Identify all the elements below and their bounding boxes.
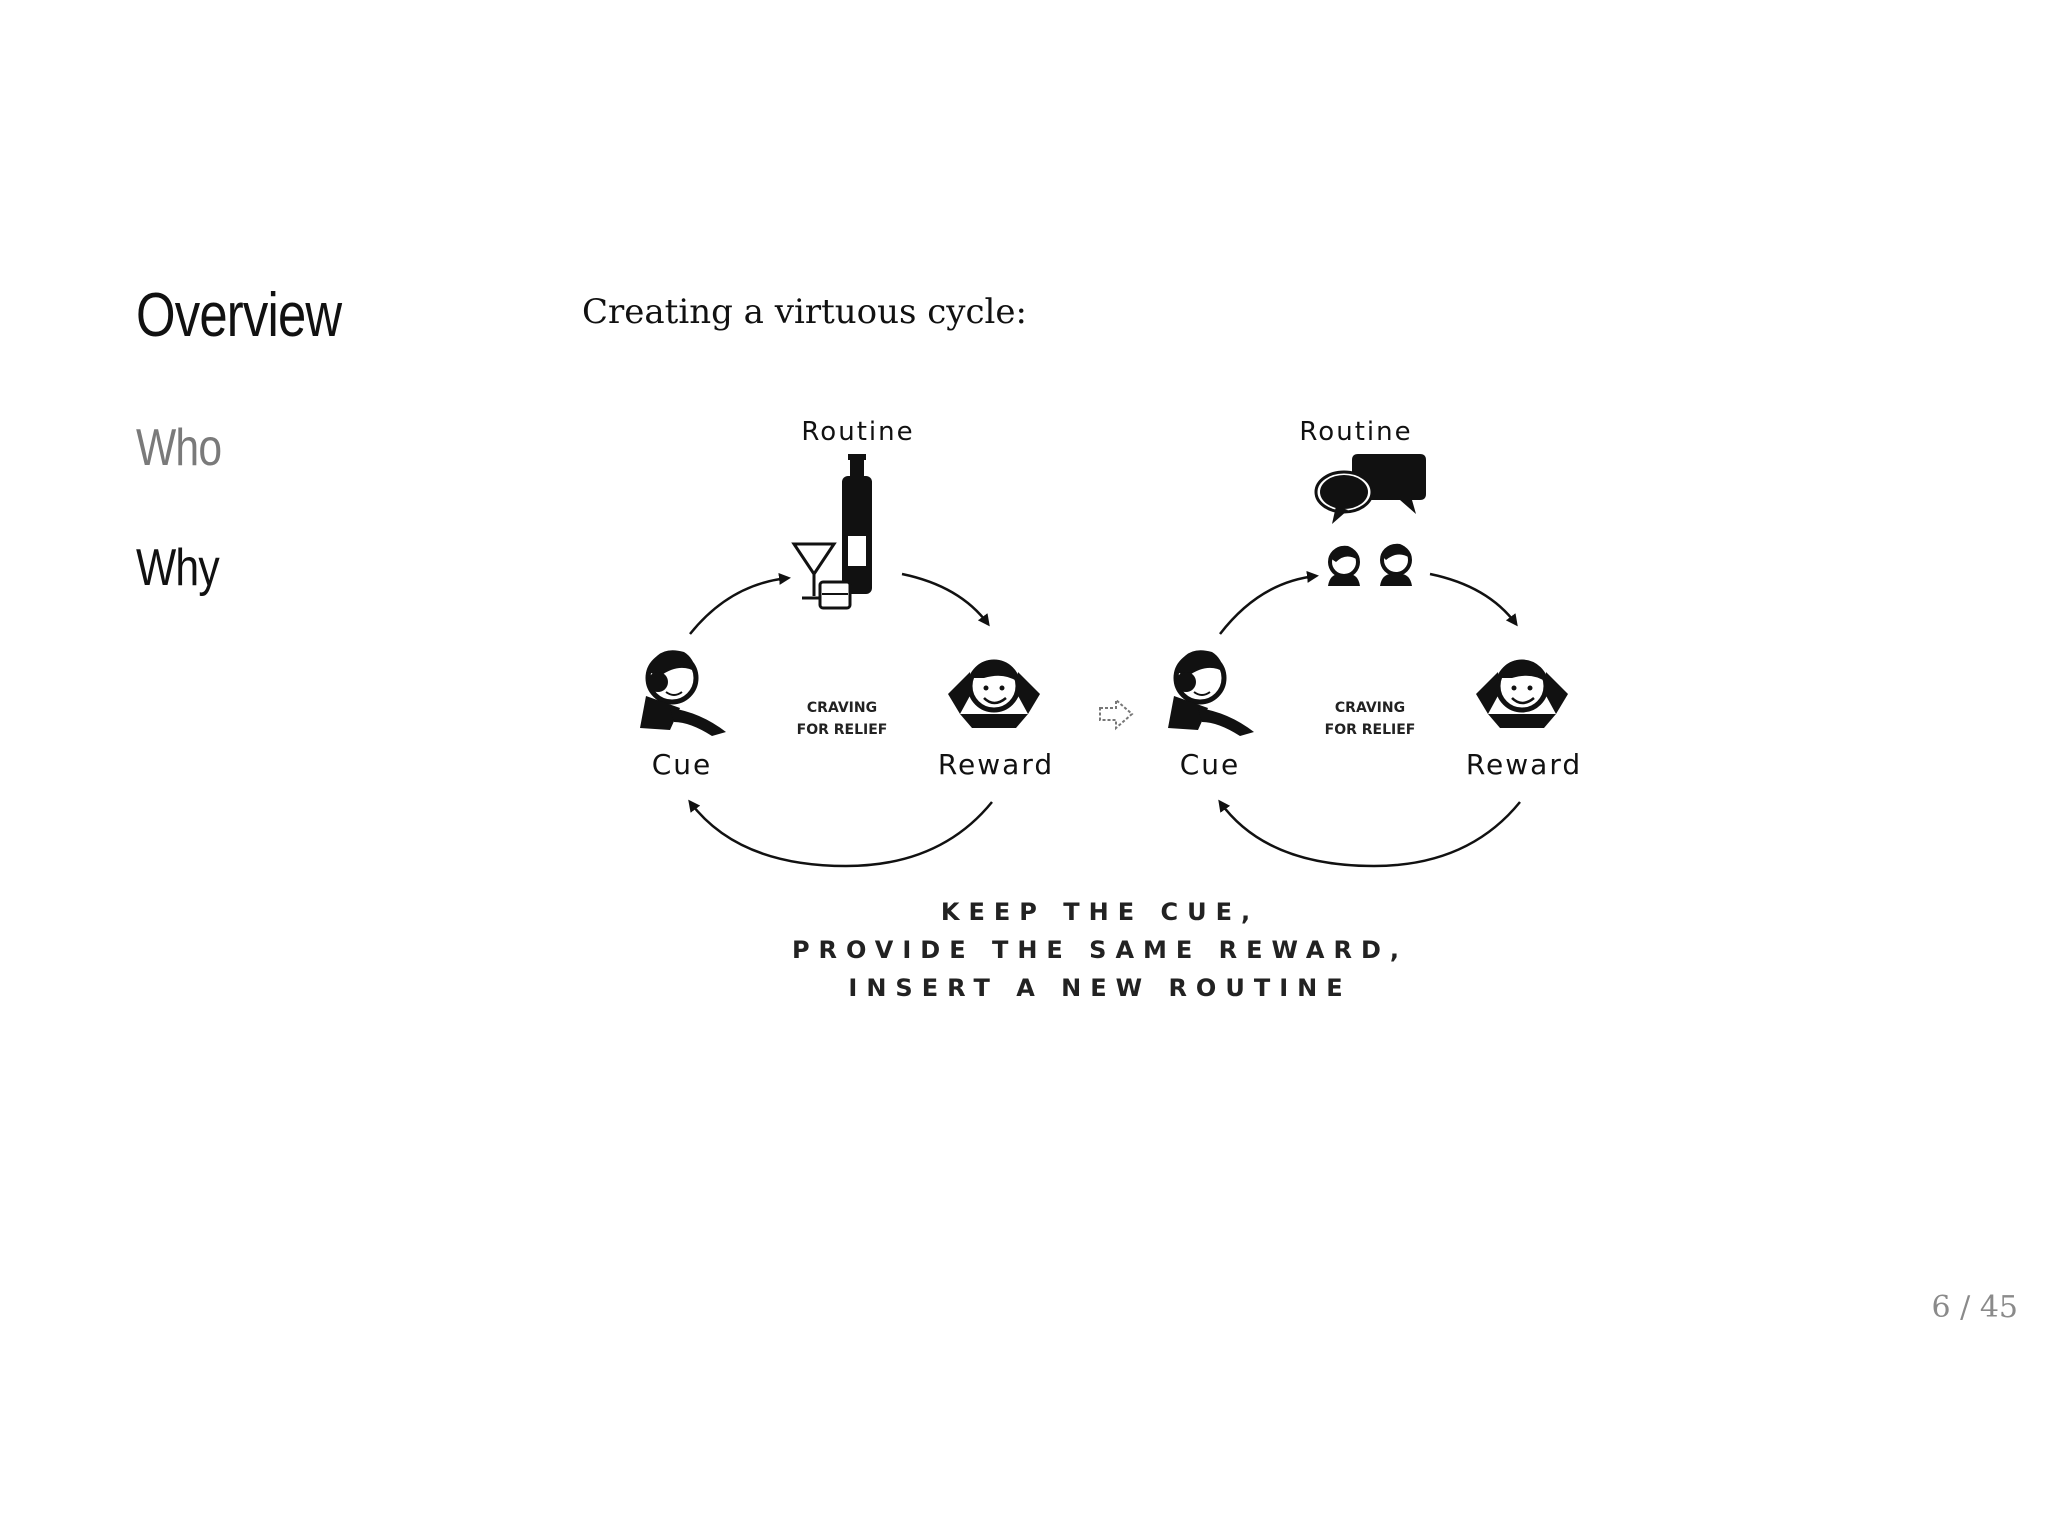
right-center-line1: CRAVING: [1335, 700, 1405, 716]
habit-loop-diagram: Routine Cue CRAVING FOR RELIE: [640, 417, 1582, 1002]
nav-item-why[interactable]: Why: [136, 539, 220, 597]
right-center-line2: FOR RELIEF: [1325, 722, 1416, 738]
left-arrow-routine-to-reward: [901, 572, 990, 627]
right-routine-label: Routine: [1299, 417, 1412, 447]
right-cue-person-icon: [1168, 650, 1254, 736]
transition-arrow-icon: [1099, 697, 1134, 731]
right-reward-person-icon: [1476, 659, 1568, 728]
right-arrow-reward-to-cue: [1218, 799, 1521, 868]
caption-line1: KEEP THE CUE,: [941, 898, 1259, 926]
left-routine-label: Routine: [801, 417, 914, 447]
bottle-and-glass-icon: [791, 454, 872, 610]
left-cue-person-icon: [640, 650, 726, 736]
left-center-line1: CRAVING: [807, 700, 877, 716]
left-reward-label: Reward: [938, 748, 1054, 781]
left-habit-loop: Routine Cue CRAVING FOR RELIE: [640, 417, 1054, 868]
right-habit-loop: Routine Cue CRAVING FO: [1168, 417, 1582, 868]
nav-title: Overview: [136, 281, 342, 350]
right-arrow-routine-to-reward: [1429, 572, 1518, 627]
caption-line3: INSERT A NEW ROUTINE: [848, 974, 1351, 1002]
nav-item-who[interactable]: Who: [136, 419, 222, 477]
left-cue-label: Cue: [652, 748, 713, 781]
left-arrow-cue-to-routine: [689, 572, 791, 635]
page-counter: 6 / 45: [1931, 1290, 2018, 1325]
left-center-line2: FOR RELIEF: [797, 722, 888, 738]
left-reward-person-icon: [948, 659, 1040, 728]
right-cue-label: Cue: [1180, 748, 1241, 781]
conversation-icon: [1314, 454, 1426, 586]
slide-heading: Creating a virtuous cycle:: [582, 292, 1028, 332]
left-arrow-reward-to-cue: [688, 799, 993, 868]
caption-line2: PROVIDE THE SAME REWARD,: [792, 936, 1408, 964]
right-reward-label: Reward: [1466, 748, 1582, 781]
right-arrow-cue-to-routine: [1219, 570, 1319, 635]
